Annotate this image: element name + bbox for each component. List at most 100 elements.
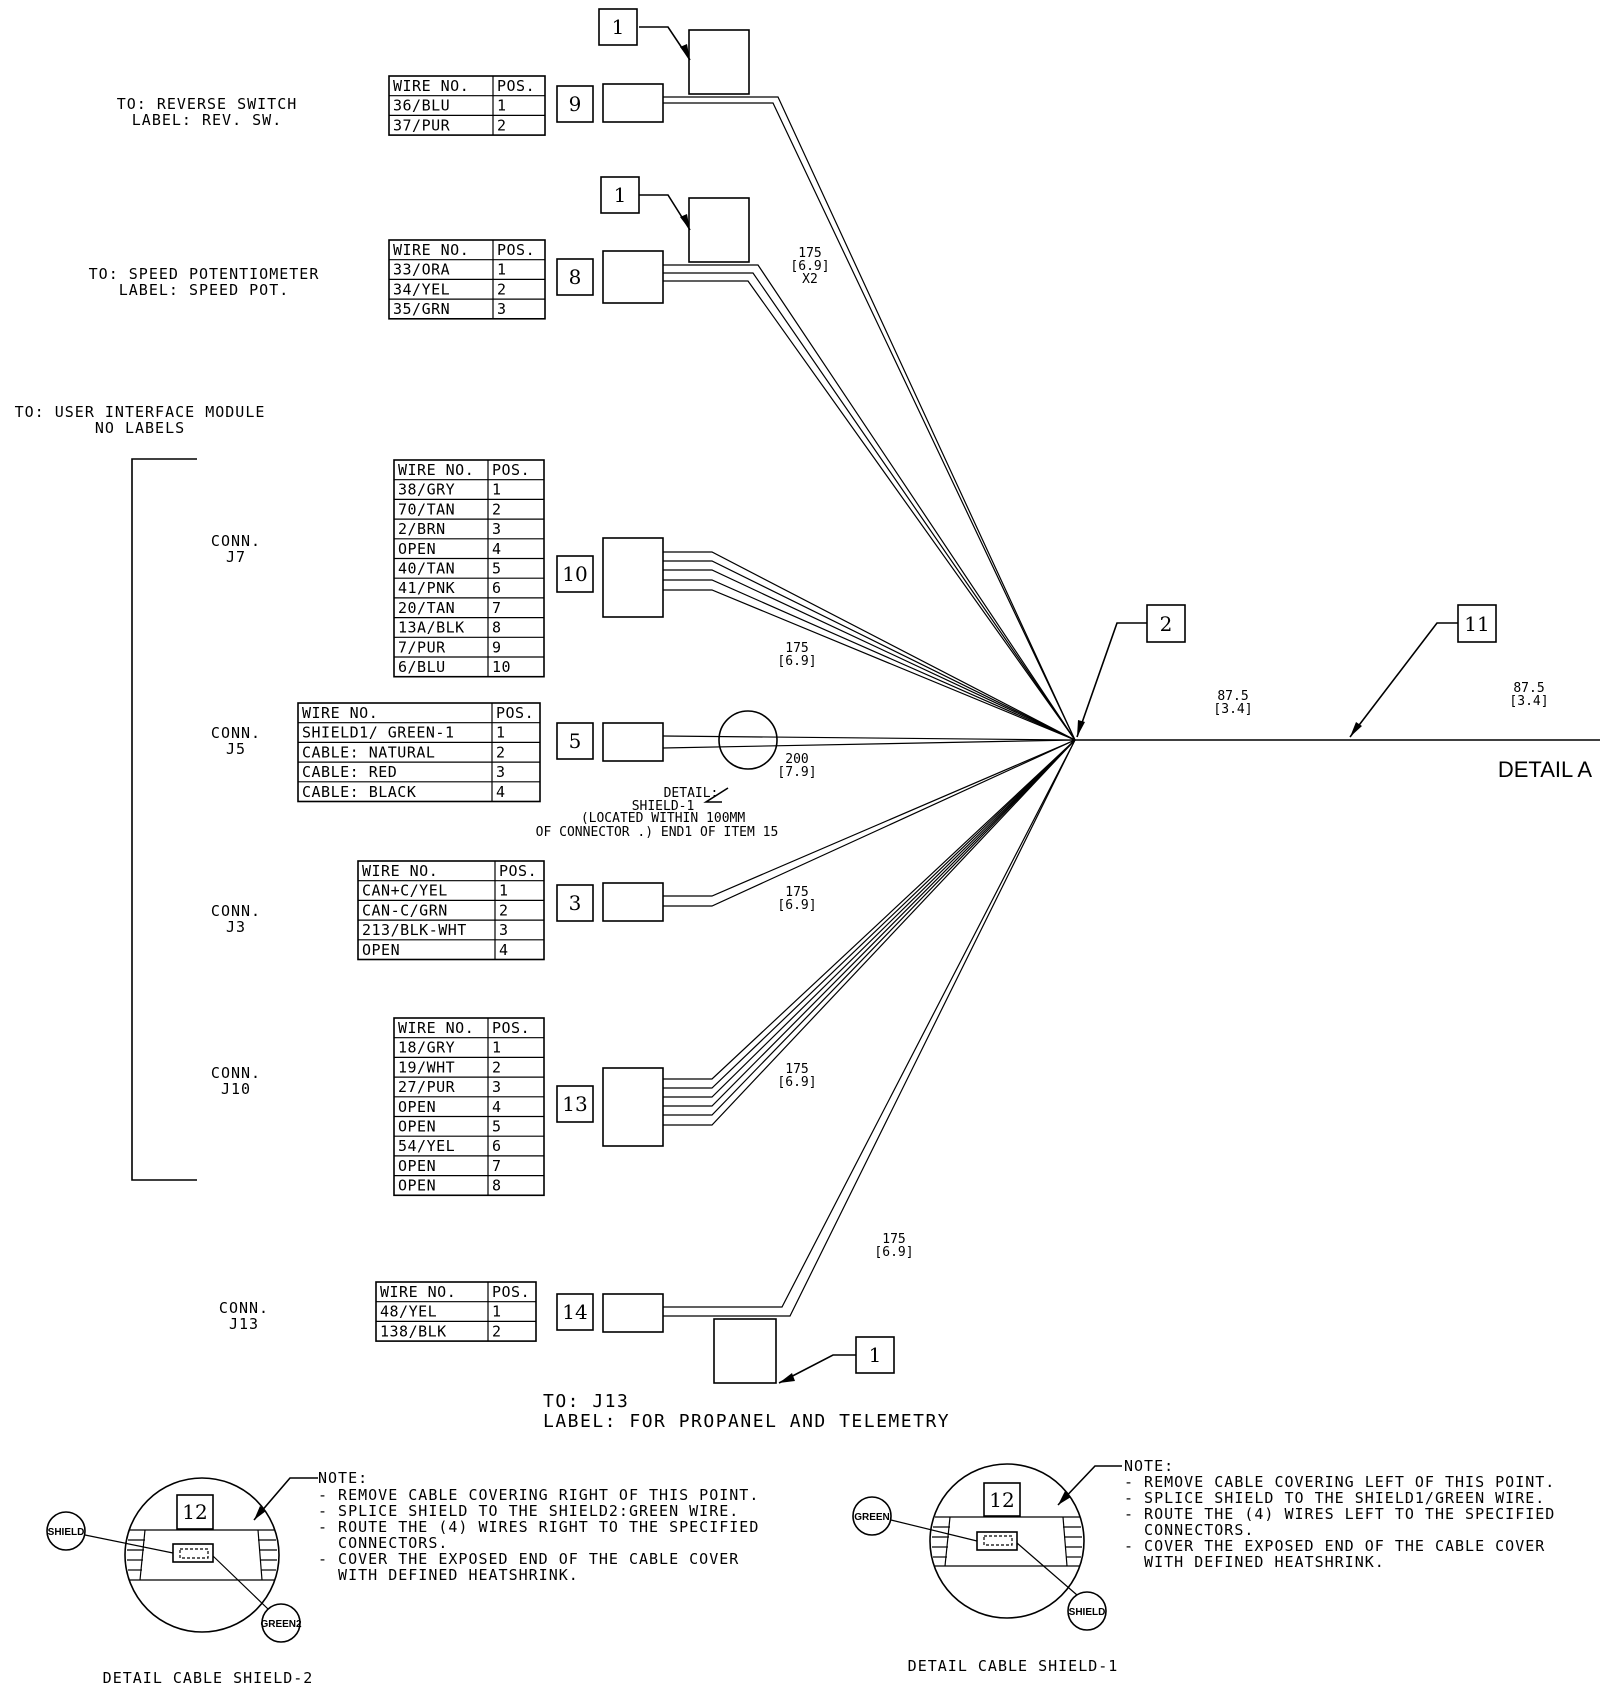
svg-text:NOTE:: NOTE: [1124,1457,1174,1475]
balloon-rev-sw: 9 [556,85,594,123]
svg-text:12: 12 [182,1500,207,1524]
table-cell-pos: 5 [492,1118,502,1136]
leader-1a-arrow [680,44,690,60]
table-cell-pos: 3 [499,921,509,939]
svg-text:10: 10 [562,562,587,586]
table-header-pos: POS. [492,461,530,479]
table-cell-wire: 7/PUR [398,638,446,656]
shield-detail-circle [718,710,778,770]
table-cell-wire: 70/TAN [398,500,455,518]
table-header-wire: WIRE NO. [398,1019,474,1037]
table-cell-pos: 4 [496,783,506,801]
svg-text:1: 1 [614,183,627,207]
table-cell-pos: 4 [492,540,502,558]
dim-j3-mm: 175 [785,885,808,900]
j13-to-label-1: TO: J13 [543,1391,629,1412]
table-header-pos: POS. [497,241,535,259]
component-block-1b [688,197,750,263]
shield-detail-text-4: OF CONNECTOR .) END1 OF ITEM 15 [536,825,779,840]
svg-text:5: 5 [569,729,582,753]
table-cell-wire: 13A/BLK [398,619,465,637]
detail-shield-1-title: DETAIL CABLE SHIELD-1 [908,1657,1119,1675]
shield-detail-text-3: (LOCATED WITHIN 100MM [581,811,746,826]
conn-j13-line2: J13 [229,1315,259,1333]
table-cell-pos: 5 [492,560,502,578]
leader-2-arrow [1077,720,1085,737]
dim-trunk1-mm: 87.5 [1217,689,1248,704]
table-cell-wire: 40/TAN [398,560,455,578]
dim-j13-in: [6.9] [874,1245,913,1260]
conn-j10-line1: CONN. [211,1064,261,1082]
leader-1a [639,26,691,61]
connector-body-j7 [602,537,664,618]
table-header-pos: POS. [496,704,534,722]
table-cell-wire: 138/BLK [380,1322,447,1340]
reverse-switch-label-2: LABEL: REV. SW. [132,111,282,129]
uim-label-2: NO LABELS [95,419,185,437]
table-cell-wire: 48/YEL [380,1303,437,1321]
line-work [46,26,1600,1643]
dim-rev-speed-mm: 175 [798,246,821,261]
dim-j10-mm: 175 [785,1062,808,1077]
leader-1c [778,1354,856,1384]
svg-text:1: 1 [869,1343,882,1367]
table-cell-wire: OPEN [398,540,436,558]
table-cell-wire: CABLE: BLACK [302,783,416,801]
table-header-wire: WIRE NO. [302,704,378,722]
dim-j7-in: [6.9] [777,654,816,669]
connector-body-rev-sw [602,83,664,123]
note-shield-2: NOTE: - REMOVE CABLE COVERING RIGHT OF T… [318,1469,758,1584]
table-cell-pos: 1 [496,724,506,742]
table-cell-wire: 2/BRN [398,520,446,538]
svg-text:- SPLICE SHIELD TO THE SHIELD2: - SPLICE SHIELD TO THE SHIELD2:GREEN WIR… [318,1502,739,1520]
table-cell-pos: 9 [492,638,502,656]
balloon-j10: 13 [556,1085,594,1123]
table-cell-pos: 4 [492,1098,502,1116]
table-header-pos: POS. [497,77,535,95]
svg-text:- REMOVE CABLE COVERING LEFT O: - REMOVE CABLE COVERING LEFT OF THIS POI… [1124,1473,1555,1491]
table-cell-pos: 1 [497,97,507,115]
text-layer: TO: REVERSE SWITCH LABEL: REV. SW. TO: S… [15,95,1593,1687]
table-cell-wire: 6/BLU [398,658,446,676]
svg-text:- COVER THE EXPOSED END OF THE: - COVER THE EXPOSED END OF THE CABLE COV… [1124,1537,1545,1555]
table-cell-pos: 3 [497,300,507,318]
detail-shield-2-title: DETAIL CABLE SHIELD-2 [103,1669,314,1687]
dim-j5-mm: 200 [785,752,808,767]
conn-j5-line1: CONN. [211,724,261,742]
table-cell-pos: 7 [492,599,502,617]
callout-shield-2-green2: GREEN2 [260,1619,302,1630]
svg-text:9: 9 [569,92,582,116]
conn-j13-line1: CONN. [219,1299,269,1317]
component-block-1c [713,1318,777,1384]
balloon-detail-shield-2: 12 [176,1494,214,1530]
svg-text:2: 2 [1160,612,1173,636]
balloon-speed-pot: 8 [556,258,594,296]
callout-shield-1-green: GREEN [854,1512,890,1523]
uim-label-1: TO: USER INTERFACE MODULE [15,403,266,421]
balloon-detail-shield-1: 12 [983,1482,1021,1517]
svg-text:14: 14 [562,1300,587,1324]
table-header-wire: WIRE NO. [398,461,474,479]
table-cell-wire: 213/BLK-WHT [362,921,467,939]
table-cell-wire: 38/GRY [398,481,455,499]
shield-detail-text-1: DETAIL: [664,786,719,801]
table-header-pos: POS. [492,1019,530,1037]
table-cell-pos: 2 [492,1058,502,1076]
table-header-pos: POS. [499,862,537,880]
detail-shield-2 [46,1477,318,1643]
leader-11-arrow [1350,722,1362,737]
connector-body-j5 [602,722,664,762]
dim-trunk2-in: [3.4] [1509,694,1548,709]
connector-body-j10 [602,1067,664,1147]
table-cell-wire: 35/GRN [393,300,450,318]
table-cell-wire: OPEN [398,1118,436,1136]
table-cell-pos: 10 [492,658,511,676]
table-cell-pos: 2 [496,743,506,761]
table-cell-pos: 2 [492,1322,502,1340]
table-cell-wire: 54/YEL [398,1137,455,1155]
table-header-wire: WIRE NO. [393,77,469,95]
